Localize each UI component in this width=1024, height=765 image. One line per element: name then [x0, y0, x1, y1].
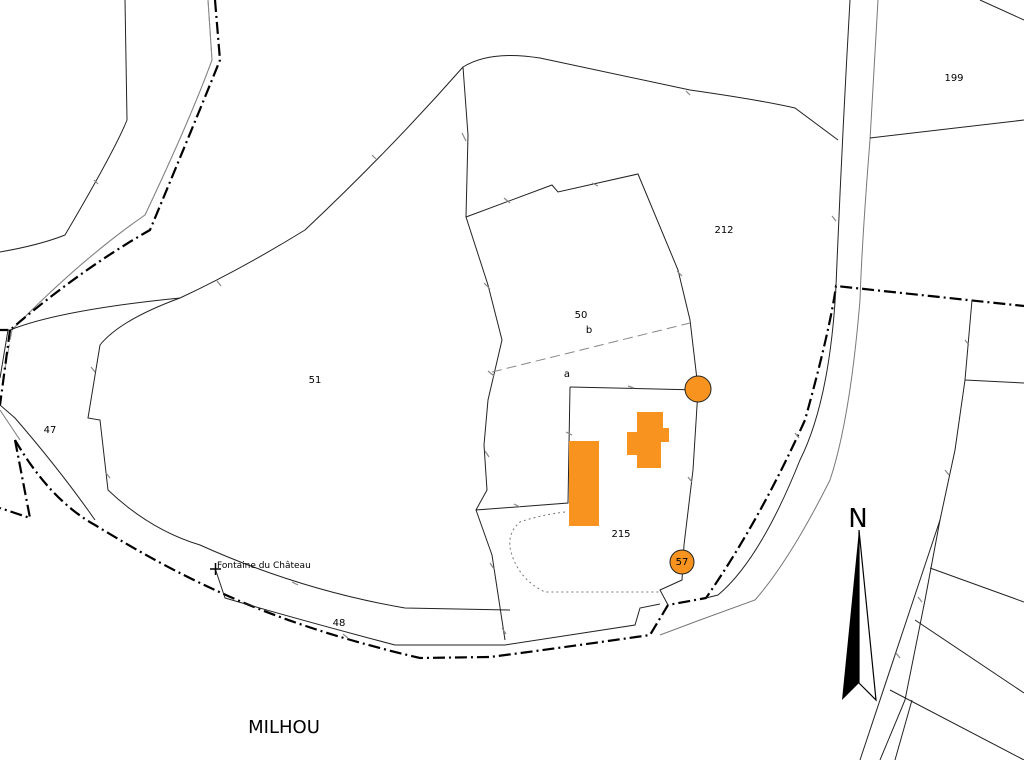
- building-block: [627, 412, 669, 468]
- north-label: N: [848, 504, 867, 534]
- buildings: [569, 412, 669, 526]
- parcel-label-51: 51: [309, 375, 322, 386]
- cross-icon: [210, 563, 221, 575]
- parcel-label-48: 48: [333, 618, 346, 629]
- parcel-label-199: 199: [944, 73, 963, 84]
- road-top-left: [0, 0, 213, 381]
- fountain-label: Fontaine du Château: [217, 561, 311, 571]
- building-long: [569, 441, 599, 526]
- parcel-label-50: 50: [575, 310, 588, 321]
- circle-marker-icon[interactable]: [684, 375, 712, 403]
- parcel-label-b: b: [586, 325, 592, 336]
- parcel-label-47: 47: [44, 425, 57, 436]
- lieu-dit-label: MILHOU: [248, 717, 320, 738]
- parcel-label-a: a: [564, 369, 570, 380]
- commune-boundary: [0, 0, 1024, 660]
- parcel-label-215: 215: [611, 529, 630, 540]
- parcel-labels: 199 212 50 b a 51 47 215 48: [44, 73, 964, 629]
- circle-marker-icon[interactable]: [669, 549, 695, 575]
- marker-57[interactable]: 57: [669, 549, 695, 575]
- north-arrow-icon: N: [842, 504, 877, 702]
- marker-57-label: 57: [676, 557, 689, 568]
- parcel-label-212: 212: [714, 225, 733, 236]
- boundary-marks: [90, 90, 970, 659]
